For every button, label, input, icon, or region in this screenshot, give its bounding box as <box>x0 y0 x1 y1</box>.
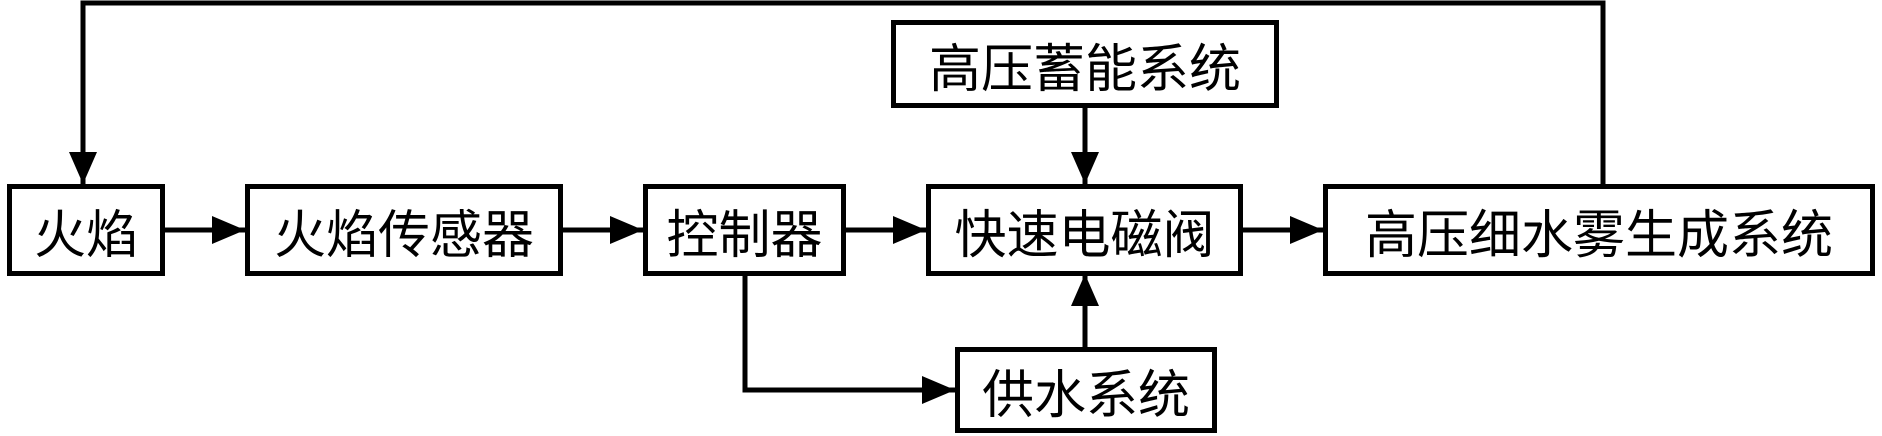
arrowhead-water-supply-to-valve <box>1071 274 1099 306</box>
node-hp-mist-system: 高压细水雾生成系统 <box>1323 184 1875 276</box>
node-water-supply-system: 供水系统 <box>955 347 1217 433</box>
arrowhead-valve-to-mist-system <box>1290 216 1323 244</box>
node-flame-sensor: 火焰传感器 <box>245 184 563 276</box>
edge-mist-system-to-flame <box>80 0 1606 184</box>
node-fast-solenoid-valve: 快速电磁阀 <box>926 184 1243 276</box>
arrowhead-sensor-to-controller <box>610 216 643 244</box>
arrowhead-controller-to-water-supply <box>922 376 955 404</box>
edge-controller-to-water-supply <box>742 276 955 393</box>
arrowhead-mist-system-to-flame <box>69 152 97 184</box>
node-controller: 控制器 <box>643 184 846 276</box>
arrowhead-flame-to-sensor <box>212 216 245 244</box>
node-flame: 火焰 <box>7 184 165 276</box>
node-hp-storage-system: 高压蓄能系统 <box>891 20 1279 108</box>
arrowhead-storage-to-valve <box>1071 152 1099 184</box>
arrowhead-controller-to-valve <box>893 216 926 244</box>
